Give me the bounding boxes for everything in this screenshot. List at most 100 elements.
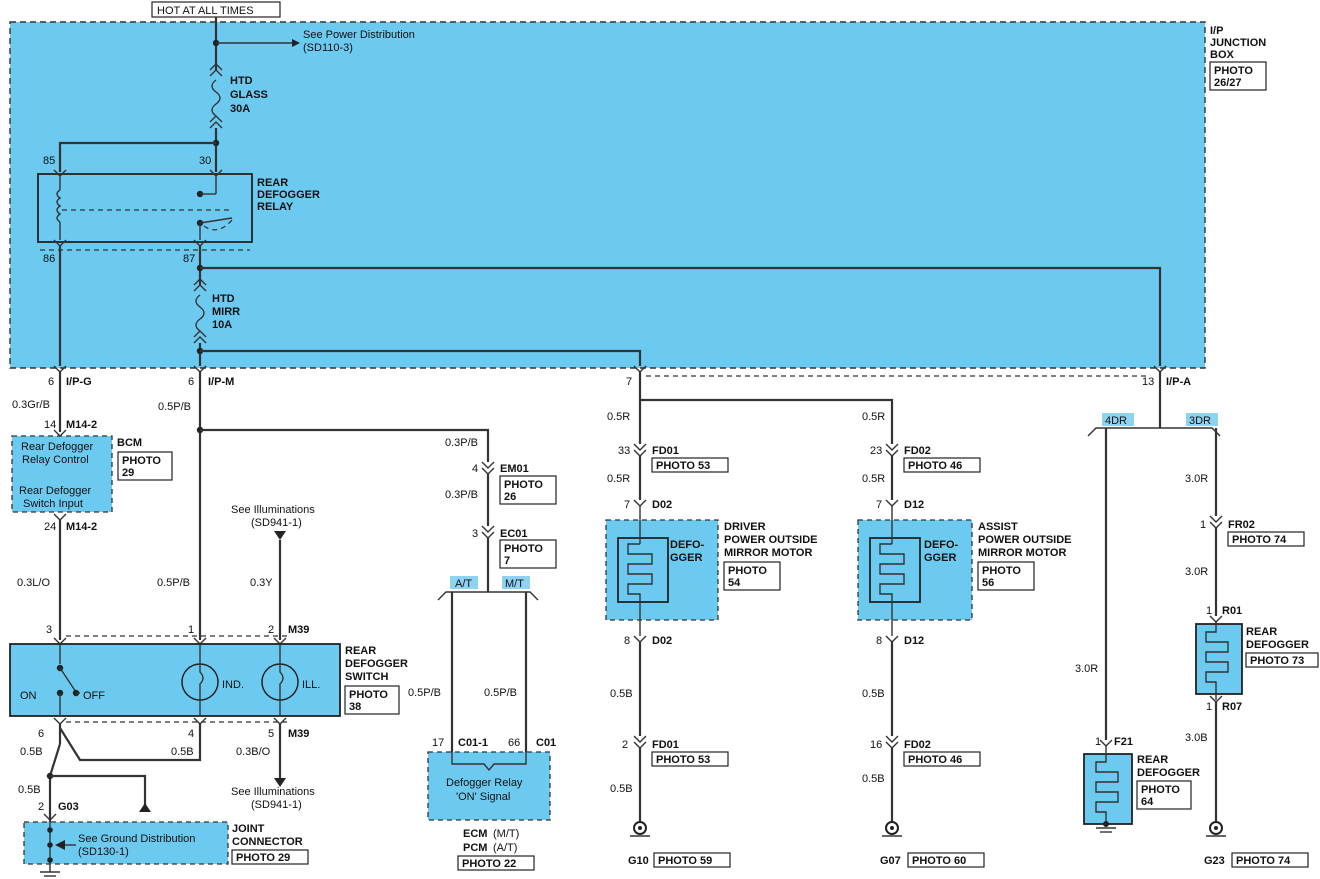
sw-ill: ILL. bbox=[302, 679, 320, 691]
ecm-pcm-module bbox=[427, 751, 551, 821]
jc-label-2: CONNECTOR bbox=[232, 836, 303, 848]
relay-pin-87: 87 bbox=[183, 253, 195, 265]
sw-ind: IND. bbox=[222, 679, 244, 691]
assist-label-1: ASSIST bbox=[978, 521, 1018, 533]
rear-4dr-label-2: DEFOGGER bbox=[1137, 767, 1200, 779]
ipa-conn: I/P-A bbox=[1166, 376, 1191, 388]
em01-pin: 4 bbox=[472, 463, 478, 475]
d02: D02 bbox=[652, 499, 672, 511]
sw-pin6: 6 bbox=[38, 728, 44, 740]
wire-05pb-2: 0.5P/B bbox=[157, 577, 190, 589]
sw-off: OFF bbox=[83, 690, 105, 702]
bcm-title: BCM bbox=[117, 437, 142, 449]
bcm-ctrl-2: Relay Control bbox=[22, 454, 89, 466]
ec01-photo-1: PHOTO bbox=[504, 543, 543, 555]
wire-03pb-1: 0.3P/B bbox=[445, 437, 478, 449]
bcm-bot-conn: M14-2 bbox=[66, 521, 97, 533]
bcm-photo-2: 29 bbox=[122, 467, 134, 479]
g10: G10 bbox=[628, 855, 649, 867]
fuse2-l1: HTD bbox=[212, 293, 235, 305]
jc-see-2: (SD130-1) bbox=[78, 846, 129, 858]
sw-on: ON bbox=[20, 690, 37, 702]
fuse1-l3: 30A bbox=[230, 103, 250, 115]
pcm-label: PCM bbox=[463, 842, 487, 854]
fd01: FD01 bbox=[652, 445, 679, 457]
g07: G07 bbox=[880, 855, 901, 867]
relay-pin-86: 86 bbox=[43, 253, 55, 265]
bcm-inp-1: Rear Defogger bbox=[19, 485, 91, 497]
wire-05b-a2: 0.5B bbox=[862, 773, 885, 785]
rear-defogger-relay bbox=[37, 173, 253, 243]
g10-photo: PHOTO 59 bbox=[658, 855, 712, 867]
wire-05pb-at: 0.5P/B bbox=[408, 687, 441, 699]
bcm-top-pin: 14 bbox=[44, 419, 56, 431]
variant-4dr: 4DR bbox=[1105, 415, 1127, 427]
illum-bot-2: (SD941-1) bbox=[251, 799, 302, 811]
variant-at: A/T bbox=[455, 578, 472, 590]
bcm-inp-2: Switch Input bbox=[23, 498, 83, 510]
rear-4dr-photo-1: PHOTO bbox=[1141, 784, 1180, 796]
sw-conn-bot: M39 bbox=[288, 728, 309, 740]
wire-03grb: 0.3Gr/B bbox=[12, 399, 50, 411]
fd01-b-pin: 2 bbox=[622, 739, 628, 751]
wire-03pb-2: 0.3P/B bbox=[445, 489, 478, 501]
bcm-photo-1: PHOTO bbox=[122, 455, 161, 467]
ec01: EC01 bbox=[500, 528, 528, 540]
c01-1-pin: 17 bbox=[432, 737, 444, 749]
em01: EM01 bbox=[500, 463, 529, 475]
driver-mirror-defogger bbox=[605, 519, 719, 621]
c01: C01 bbox=[536, 737, 556, 749]
rear-defogger-3dr bbox=[1195, 623, 1243, 695]
f21-pin: 1 bbox=[1095, 736, 1101, 748]
r01-pin: 1 bbox=[1206, 605, 1212, 617]
wire-30r-2: 3.0R bbox=[1185, 566, 1208, 578]
fuse2-l2: MIRR bbox=[212, 306, 240, 318]
fd01-b: FD01 bbox=[652, 739, 679, 751]
driver-def-2: GGER bbox=[670, 552, 702, 564]
assist-photo-2: 56 bbox=[982, 577, 994, 589]
wire-05r-4: 0.5R bbox=[862, 473, 885, 485]
rear-defogger-switch bbox=[9, 643, 341, 717]
wire-30b: 3.0B bbox=[1185, 732, 1208, 744]
relay-label-1: REAR bbox=[257, 177, 288, 189]
driver-photo-2: 54 bbox=[728, 577, 741, 589]
d12-pin: 7 bbox=[876, 499, 882, 511]
ipa-pin13: 13 bbox=[1142, 376, 1154, 388]
wire-03y: 0.3Y bbox=[250, 577, 273, 589]
d12-b-pin: 8 bbox=[876, 635, 882, 647]
ecm-label: ECM bbox=[463, 828, 487, 840]
r01: R01 bbox=[1222, 605, 1242, 617]
g03: G03 bbox=[58, 801, 79, 813]
wire-03bo: 0.3B/O bbox=[236, 746, 271, 758]
relay-coil bbox=[56, 189, 62, 223]
wire-05r-3: 0.5R bbox=[862, 411, 885, 423]
rear-3dr-label-2: DEFOGGER bbox=[1246, 639, 1309, 651]
d02-b: D02 bbox=[652, 635, 672, 647]
sw-pin3: 3 bbox=[46, 624, 52, 636]
fd01-b-photo: PHOTO 53 bbox=[656, 754, 710, 766]
r07: R07 bbox=[1222, 701, 1242, 713]
rear-4dr-label-1: REAR bbox=[1137, 754, 1168, 766]
ground-g07-icon bbox=[882, 821, 902, 837]
sw-pin1: 1 bbox=[188, 624, 194, 636]
wire-05b-1: 0.5B bbox=[20, 746, 43, 758]
fd02-photo: PHOTO 46 bbox=[908, 460, 962, 472]
ipg-conn: I/P-G bbox=[66, 376, 92, 388]
wire-30r-1: 3.0R bbox=[1185, 473, 1208, 485]
sw-pin5: 5 bbox=[268, 728, 274, 740]
variant-mt: M/T bbox=[505, 578, 524, 590]
ground-g10-icon bbox=[630, 821, 650, 837]
jc-see-1: See Ground Distribution bbox=[78, 833, 195, 845]
relay-pin-30: 30 bbox=[199, 155, 211, 167]
assist-photo-1: PHOTO bbox=[982, 565, 1021, 577]
r07-pin: 1 bbox=[1206, 701, 1212, 713]
fuse-htd-glass bbox=[211, 79, 221, 117]
d12: D12 bbox=[904, 499, 924, 511]
f21: F21 bbox=[1114, 736, 1133, 748]
illum-bot-1: See Illuminations bbox=[231, 786, 315, 798]
ipjb-label-1: I/P bbox=[1210, 25, 1223, 37]
wire-03lo: 0.3L/O bbox=[17, 577, 50, 589]
ip-junction-box bbox=[9, 21, 1206, 369]
wire-05b-d1: 0.5B bbox=[610, 688, 633, 700]
